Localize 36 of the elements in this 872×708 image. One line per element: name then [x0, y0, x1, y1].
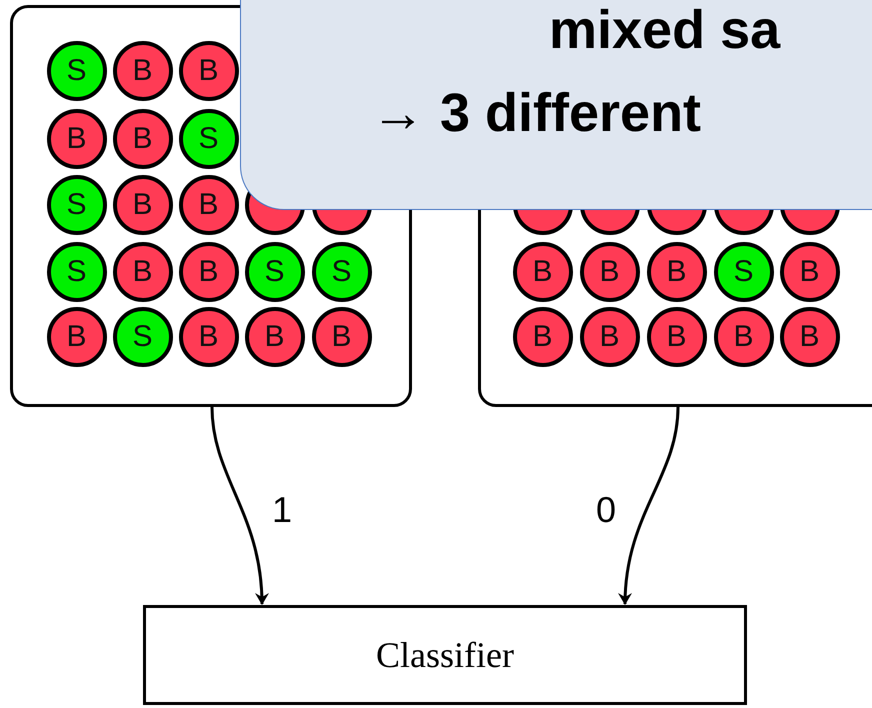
- particle-label: B: [198, 256, 218, 286]
- particle-label: B: [532, 322, 552, 352]
- particle-label: B: [132, 190, 152, 220]
- arrow: [210, 406, 268, 605]
- particle-label: B: [132, 256, 152, 286]
- particle-label: B: [264, 322, 284, 352]
- particle-label: B: [733, 322, 754, 352]
- particle-label: B: [132, 56, 152, 86]
- particle-label: B: [198, 190, 218, 220]
- particle-label: B: [66, 124, 86, 154]
- particle-label: S: [264, 256, 284, 286]
- particle-label: S: [66, 256, 86, 286]
- particle-label: B: [666, 256, 686, 286]
- particle-label: B: [532, 256, 552, 286]
- particle-label: B: [198, 56, 218, 86]
- particle-label: S: [66, 56, 86, 86]
- particle-label: B: [66, 322, 86, 352]
- callout-tooltip: [240, 0, 872, 210]
- particle-label: S: [198, 124, 218, 154]
- particle-label: B: [799, 322, 820, 352]
- particle-label: S: [66, 190, 86, 220]
- particle-label: S: [733, 256, 754, 286]
- classifier-box: [143, 605, 747, 705]
- particle-label: B: [132, 124, 152, 154]
- callout-text: mixed sa: [549, 3, 780, 57]
- arrow: [618, 406, 680, 605]
- particle-label: B: [799, 256, 820, 286]
- node-label: Classifier: [376, 634, 514, 676]
- callout-text: → 3 different: [371, 86, 702, 140]
- particle-label: B: [599, 256, 620, 286]
- particle-label: B: [331, 322, 352, 352]
- particle-label: B: [599, 322, 620, 352]
- particle-label: S: [331, 256, 352, 286]
- particle-label: S: [132, 322, 152, 352]
- particle-label: B: [198, 322, 218, 352]
- particle-label: B: [666, 322, 686, 352]
